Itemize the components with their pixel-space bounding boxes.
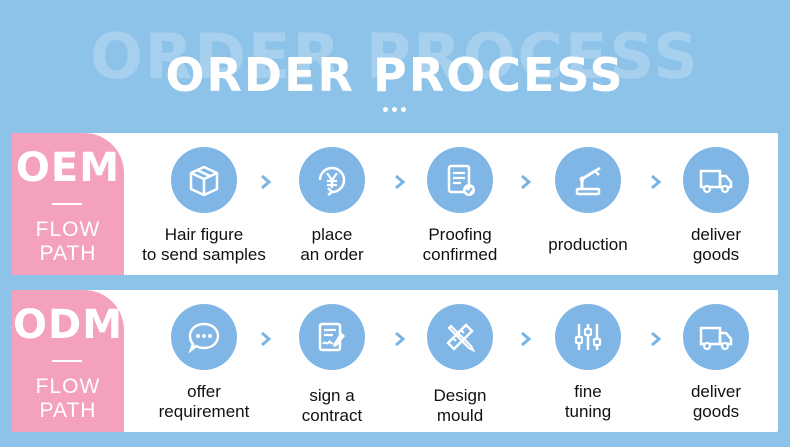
sign-contract-icon [299,304,365,370]
divider [52,203,82,205]
chevron-right-icon [518,331,534,347]
oem-flow-panel: OEM FLOW PATH Hair figure to send sample… [12,133,778,275]
oem-code: OEM [15,145,121,191]
step-label: fine tuning [564,382,612,421]
chevron-right-icon [518,174,534,190]
sliders-icon [555,304,621,370]
odm-step-3: Design mould [390,304,530,426]
odm-step-2: sign a contract [262,304,402,426]
divider [52,360,82,362]
truck-icon [683,147,749,213]
oem-step-3: Proofing confirmed [390,147,530,265]
chevron-right-icon [258,331,274,347]
odm-flow-panel: ODM FLOW PATH offer requirement sign a c… [12,290,778,432]
step-label: Hair figure to send samples [142,225,266,264]
chevron-right-icon [258,174,274,190]
ruler-pencil-icon [427,304,493,370]
step-label: deliver goods [690,382,742,421]
box-icon [171,147,237,213]
step-label: Design mould [433,386,487,425]
oem-step-2: place an order [262,147,402,265]
oem-sub: FLOW PATH [35,218,101,265]
step-label: offer requirement [158,382,250,421]
step-label: place an order [300,225,364,264]
odm-step-5: deliver goods [646,304,786,422]
chevron-right-icon [392,174,408,190]
chevron-right-icon [392,331,408,347]
oem-step-1: Hair figure to send samples [134,147,274,265]
step-label: production [548,235,628,254]
step-label: sign a contract [301,386,363,425]
odm-sub: FLOW PATH [35,375,101,422]
odm-code: ODM [12,302,123,348]
page-title: ORDER PROCESS [165,48,625,102]
oem-label: OEM FLOW PATH [12,133,124,275]
yen-cycle-icon [299,147,365,213]
odm-step-1: offer requirement [134,304,274,422]
chat-bubble-icon [171,304,237,370]
chevron-right-icon [648,174,664,190]
chevron-right-icon [648,331,664,347]
step-label: deliver goods [690,225,742,264]
oem-step-4: production [518,147,658,255]
title-dots [383,107,406,112]
truck-icon [683,304,749,370]
shadow-title: ORDER PROCESS [90,20,700,93]
oem-step-5: deliver goods [646,147,786,265]
step-label: Proofing confirmed [422,225,498,264]
odm-label: ODM FLOW PATH [12,290,124,432]
document-check-icon [427,147,493,213]
odm-step-4: fine tuning [518,304,658,422]
robot-arm-icon [555,147,621,213]
